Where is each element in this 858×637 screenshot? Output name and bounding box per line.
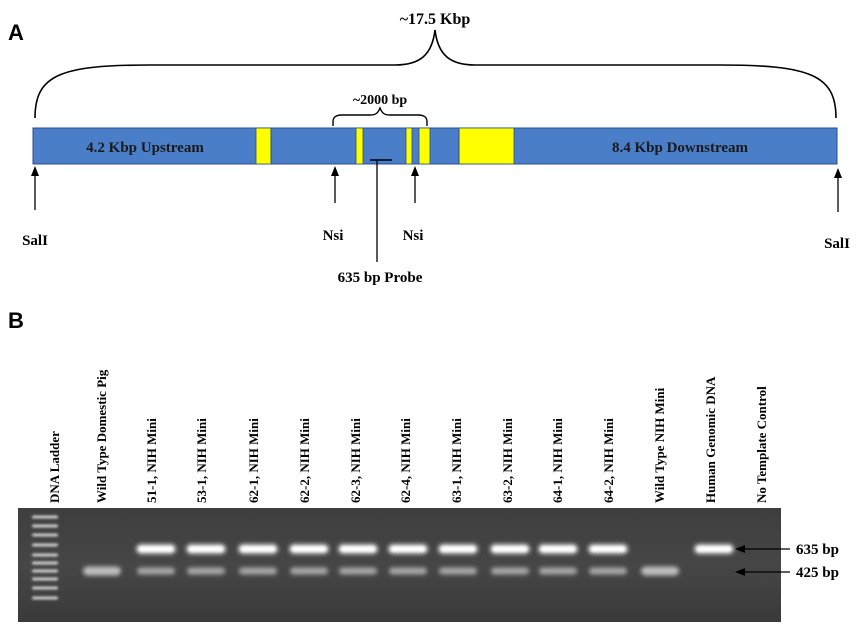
ladder-band [32,569,58,573]
site-label-nsi-left: Nsi [323,228,344,244]
total-size-brace [34,29,837,119]
band-label-635: 635 bp [796,542,839,558]
band-arrow-425 [735,568,790,576]
upstream-label: 4.2 Kbp Upstream [86,140,204,156]
site-label-nsi-right: Nsi [403,228,424,244]
band-arrow-635 [735,545,790,553]
lane-label: 51-1, NIH Mini [144,418,159,503]
band-425 [589,567,627,575]
ladder-band [32,524,58,528]
lane-label: 62-2, NIH Mini [297,418,312,503]
band-635-core [441,546,475,552]
band-635-core [541,546,575,552]
downstream-label: 8.4 Kbp Downstream [612,140,748,156]
gel-image [18,508,781,622]
ladder-band [32,543,58,547]
probe-label: 635 bp Probe [338,270,423,286]
lane-label: 62-1, NIH Mini [246,418,261,503]
band-425 [187,567,225,575]
region-size-label: ~2000 bp [353,93,408,108]
site-arrow-nsi-right [411,166,419,203]
band-635-core [341,546,375,552]
ladder-band [32,553,58,557]
site-arrow-nsi-left [331,166,339,203]
band-label-425: 425 bp [796,565,839,581]
band-425 [491,567,529,575]
lane-label: 64-1, NIH Mini [550,418,565,503]
ladder-band [32,586,58,590]
site-arrow-sali-right [834,168,842,212]
band-635-core [591,546,625,552]
lane-label: DNA Ladder [47,431,62,503]
ladder-band [32,561,58,565]
band-425 [539,567,577,575]
band-425 [137,567,175,575]
band-425 [389,567,427,575]
exon [418,127,431,165]
panel-b: B DNA Ladder Wild Type Domestic Pig 51-1… [8,308,839,622]
band-635-core [241,546,275,552]
band-425 [439,567,477,575]
site-arrow-sali-left [31,166,39,210]
lane-label: 63-2, NIH Mini [500,418,515,503]
band-425 [339,567,377,575]
panel-b-label: B [8,308,24,333]
band-425 [83,566,121,576]
lane-labels: DNA Ladder Wild Type Domestic Pig 51-1, … [47,369,769,503]
gel-bands [32,515,734,600]
ladder-band [32,533,58,537]
ladder-band [32,596,58,600]
band-635-core [292,546,326,552]
exon [405,127,413,165]
lane-label: No Template Control [754,386,769,503]
band-425 [290,567,328,575]
exon [255,127,272,165]
lane-label: 64-2, NIH Mini [601,418,616,503]
total-size-label: ~17.5 Kbp [400,11,471,28]
ladder-band [32,515,58,519]
panel-a-label: A [8,20,24,45]
lane-label: 63-1, NIH Mini [449,418,464,503]
ladder-band [32,577,58,581]
lane-label: 62-3, NIH Mini [348,418,363,503]
band-425 [239,567,277,575]
gene-bar [32,127,838,165]
band-635-core [139,546,173,552]
exon [355,127,364,165]
panel-a: A ~17.5 Kbp ~2000 bp 4.2 Kbp Upstream 8.… [8,11,850,286]
band-425 [641,566,679,576]
lane-label: Wild Type NIH Mini [652,387,667,503]
band-635-core [189,546,223,552]
band-635-core [493,546,527,552]
band-635-core [391,546,425,552]
region-size-brace [332,106,428,126]
lane-label: 62-4, NIH Mini [398,418,413,503]
site-label-sali-left: SalI [22,233,48,249]
band-635-core [697,546,731,552]
exon [458,127,515,165]
site-label-sali-right: SalI [824,236,850,252]
lane-label: 53-1, NIH Mini [194,418,209,503]
lane-label: Human Genomic DNA [703,376,718,503]
lane-label: Wild Type Domestic Pig [94,369,109,503]
